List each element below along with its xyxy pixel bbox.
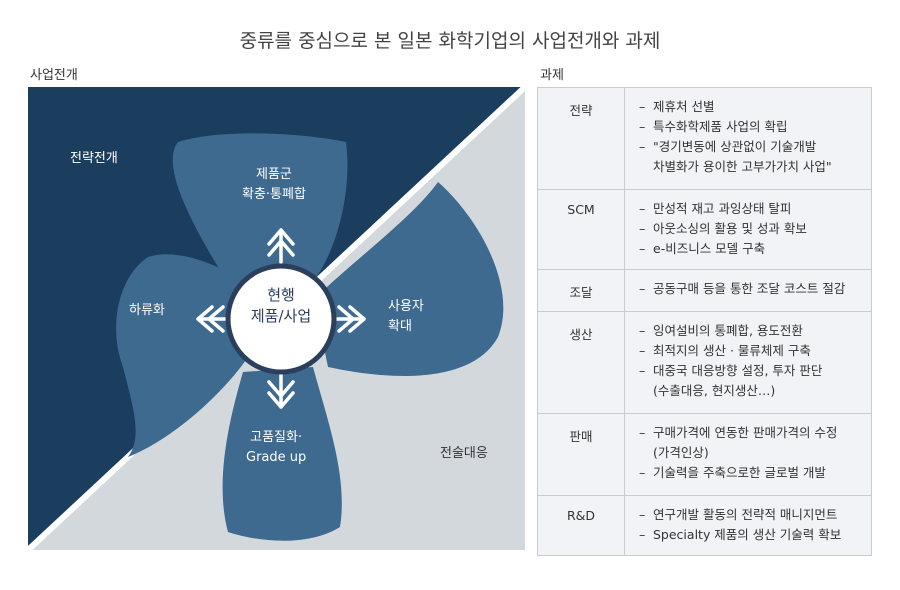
blade-top-label: 제품군 확충·통폐합 (242, 165, 306, 205)
category-cell: 생산 (537, 311, 625, 414)
category-cell: 판매 (537, 413, 625, 496)
items-cell: 만성적 재고 과잉상태 탈피아웃소싱의 활용 및 성과 확보e-비즈니스 모델 … (624, 189, 872, 270)
blade-right-label-line2: 확대 (388, 319, 412, 334)
blade-top-label-line1: 제품군 (256, 167, 292, 182)
direction-arrows (196, 228, 366, 409)
issue-item: "경기변동에 상관없이 기술개발 (639, 137, 865, 157)
right-section-heading: 과제 (540, 68, 564, 83)
issue-item: 최적지의 생산 · 물류체제 구축 (639, 341, 865, 361)
table-row: 조달 공동구매 등을 통한 조달 코스트 절감 (537, 269, 872, 312)
arrow-left-icon (196, 305, 228, 333)
issue-item: e-비즈니스 모델 구축 (639, 239, 865, 259)
items-cell: 연구개발 활동의 전략적 매니지먼트Specialty 제품의 생산 기술력 확… (624, 495, 872, 556)
issue-item: 제휴처 선별 (639, 97, 865, 117)
pinwheel-blades (116, 133, 504, 541)
issue-item: 특수화학제품 사업의 확립 (639, 117, 865, 137)
table-row: SCM만성적 재고 과잉상태 탈피아웃소싱의 활용 및 성과 확보e-비즈니스 … (537, 189, 872, 270)
blade-left (116, 254, 248, 457)
items-cell: 구매가격에 연동한 판매가격의 수정 (가격인상) 기술력을 주축으로한 글로벌 개… (624, 413, 872, 496)
issue-item-continuation: (가격인상) (653, 445, 709, 460)
issue-item: 만성적 재고 과잉상태 탈피 (639, 199, 865, 219)
region-strategy-label: 전략전개 (70, 151, 118, 166)
page-title: 중류를 중심으로 본 일본 화학기업의 사업전개와 과제 (239, 30, 661, 52)
blade-bottom-label-line1: 고품질화· (250, 430, 303, 445)
table-row: 전략제휴처 선별특수화학제품 사업의 확립"경기변동에 상관없이 기술개발차별화… (537, 87, 872, 190)
category-cell: R&D (537, 495, 625, 556)
blade-left-label: 하류화 (129, 303, 165, 318)
center-label-line1: 현행 (267, 286, 295, 304)
issue-item-continuation: 차별화가 용이한 고부가가치 사업" (653, 159, 832, 174)
table-row: 판매 구매가격에 연동한 판매가격의 수정 (가격인상) 기술력을 주축으로한 글로벌… (537, 413, 872, 496)
issue-item: 대중국 대응방향 설정, 투자 판단 (639, 361, 865, 381)
blade-right-label: 사용자 확대 (388, 297, 424, 337)
category-cell: 조달 (537, 269, 625, 312)
items-cell: 잉여설비의 통폐합, 용도전환최적지의 생산 · 물류체제 구축대중국 대응방향… (624, 311, 872, 414)
center-label-line2: 제품/사업 (250, 307, 312, 325)
arrow-right-icon (334, 305, 366, 333)
table-row: R&D연구개발 활동의 전략적 매니지먼트Specialty 제품의 생산 기술… (537, 495, 872, 556)
blade-top-label-line2: 확충·통폐합 (242, 187, 306, 202)
issues-table: 전략제휴처 선별특수화학제품 사업의 확립"경기변동에 상관없이 기술개발차별화… (537, 87, 872, 556)
region-tactics-label: 전술대응 (440, 446, 488, 461)
blade-bottom-label-line2: Grade up (246, 450, 307, 465)
blade-right (314, 182, 504, 376)
issue-item: 구매가격에 연동한 판매가격의 수정 (639, 423, 865, 443)
arrow-up-icon (267, 228, 295, 264)
issue-item: 연구개발 활동의 전략적 매니지먼트 (639, 505, 865, 525)
issue-item: 기술력을 주축으로한 글로벌 개발 (639, 463, 865, 483)
arrow-down-icon (267, 373, 295, 409)
category-cell: SCM (537, 189, 625, 270)
left-section-heading: 사업전개 (30, 68, 78, 83)
center-label: 현행 제품/사업 (248, 285, 314, 327)
business-development-diagram: 전략전개 전술대응 현행 제품/사업 제품군 확충·통폐합 하류화 사용자 확대… (25, 84, 528, 553)
diagram-graphic (25, 84, 528, 553)
blade-top (172, 133, 348, 302)
center-circle (225, 263, 337, 375)
table-row: 생산잉여설비의 통폐합, 용도전환최적지의 생산 · 물류체제 구축대중국 대응… (537, 311, 872, 414)
category-cell: 전략 (537, 87, 625, 190)
items-cell: 공동구매 등을 통한 조달 코스트 절감 (624, 269, 872, 312)
issue-item: 아웃소싱의 활용 및 성과 확보 (639, 219, 865, 239)
blade-right-label-line1: 사용자 (388, 299, 424, 314)
issue-item: 공동구매 등을 통한 조달 코스트 절감 (639, 279, 865, 299)
blade-bottom-label: 고품질화· Grade up (246, 428, 306, 468)
issue-item-continuation: (수출대응, 현지생산…) (653, 383, 776, 398)
issue-item: Specialty 제품의 생산 기술력 확보 (639, 525, 865, 545)
blade-bottom (222, 367, 342, 541)
items-cell: 제휴처 선별특수화학제품 사업의 확립"경기변동에 상관없이 기술개발차별화가 … (624, 87, 872, 190)
issue-item: 잉여설비의 통폐합, 용도전환 (639, 321, 865, 341)
